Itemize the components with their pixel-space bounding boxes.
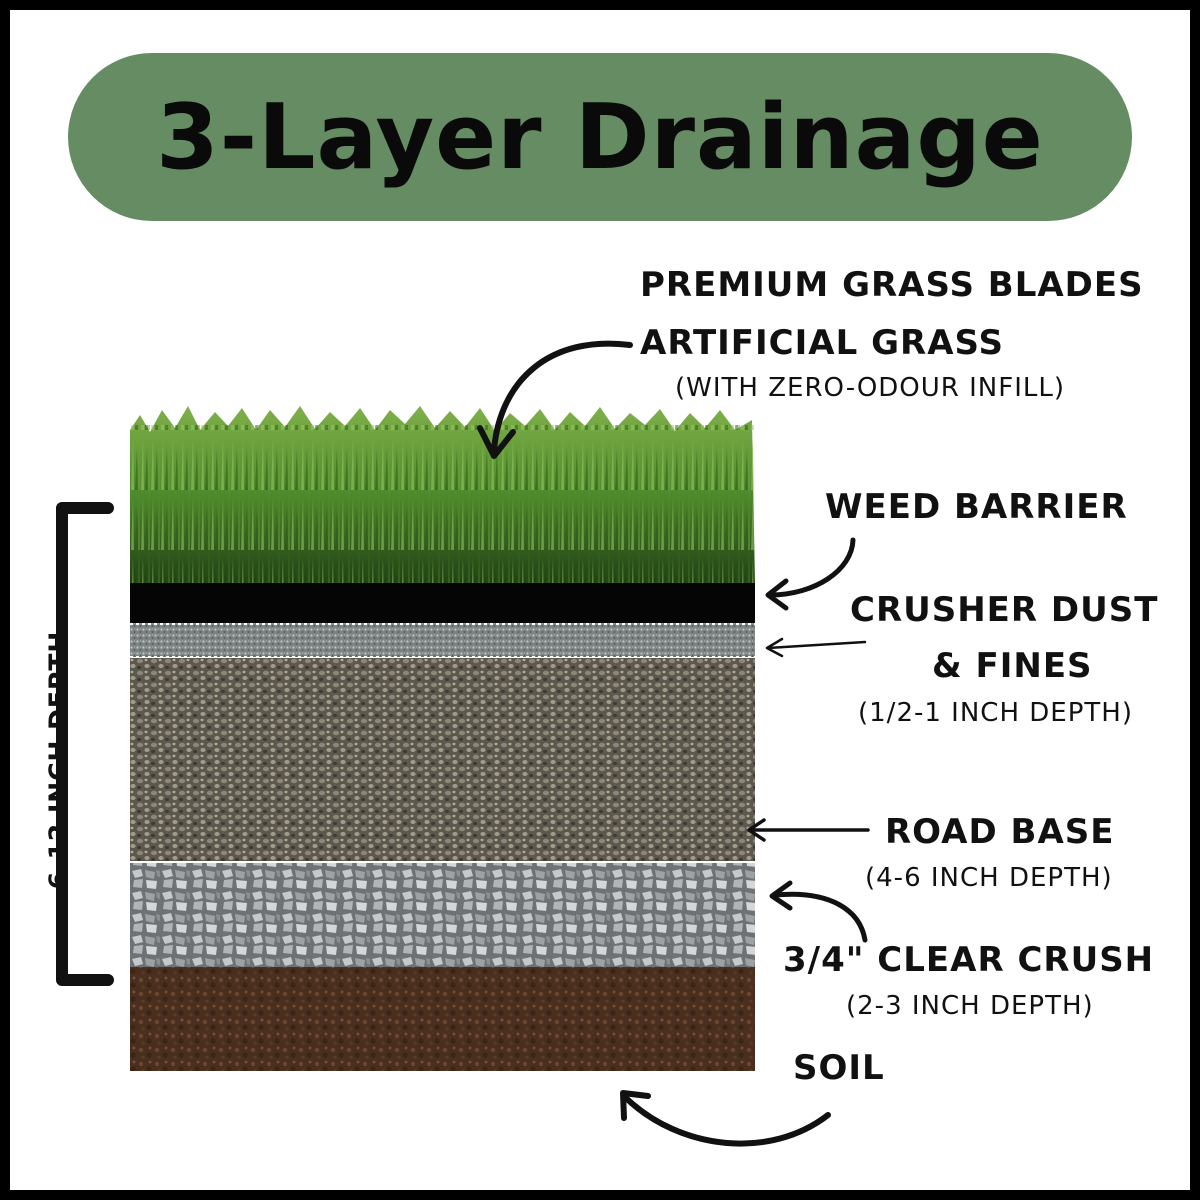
depth-bracket-label: 6-12 INCH DEPTH — [43, 630, 73, 890]
arrow-soil — [620, 1090, 831, 1147]
arrow-weed-barrier — [765, 537, 856, 611]
grass-title-1: PREMIUM GRASS BLADES — [640, 265, 1144, 305]
layer-cross-section — [56, 340, 870, 1147]
arrow-grass — [477, 340, 633, 459]
arrow-road-base — [747, 818, 870, 842]
soil-title: SOIL — [793, 1048, 885, 1088]
clear-crush-subtitle: (2-3 INCH DEPTH) — [846, 991, 1094, 1021]
grass-subtitle: (WITH ZERO-ODOUR INFILL) — [675, 373, 1065, 403]
road-base-subtitle: (4-6 INCH DEPTH) — [865, 863, 1113, 893]
clear-crush-title: 3/4" CLEAR CRUSH — [783, 940, 1155, 980]
road-base-title: ROAD BASE — [885, 812, 1115, 852]
crusher-dust-subtitle: (1/2-1 INCH DEPTH) — [858, 698, 1133, 728]
weed-barrier-title: WEED BARRIER — [825, 487, 1128, 527]
crusher-dust-title-1: CRUSHER DUST — [850, 590, 1159, 630]
crusher-dust-title-2: & FINES — [932, 646, 1093, 686]
arrow-crusher-dust — [765, 637, 867, 658]
grass-title-2: ARTIFICIAL GRASS — [640, 323, 1004, 363]
grass-layer — [130, 406, 755, 585]
road-base-layer — [130, 658, 755, 861]
depth-bracket — [56, 502, 114, 986]
crusher-dust-layer — [130, 623, 755, 657]
page-title: 3-Layer Drainage — [156, 84, 1044, 190]
infographic-canvas: 3-Layer Drainage — [10, 10, 1190, 1190]
clear-crush-layer — [130, 863, 755, 967]
title-banner: 3-Layer Drainage — [68, 53, 1132, 221]
weed-barrier-layer — [130, 583, 755, 623]
soil-layer — [130, 967, 755, 1071]
arrow-clear-crush — [769, 880, 868, 943]
